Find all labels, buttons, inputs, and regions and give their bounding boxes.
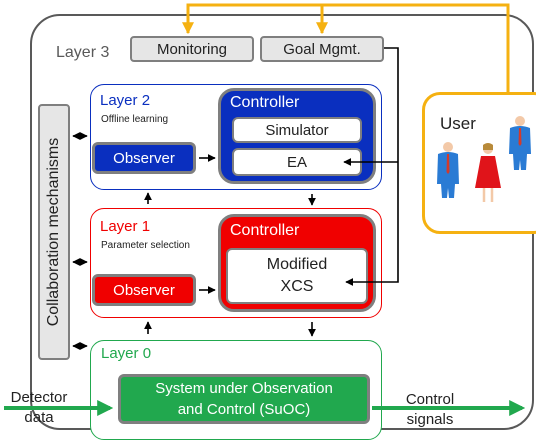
suoc-box: System under Observation and Control (Su… bbox=[118, 374, 370, 424]
suoc-line1: System under Observation bbox=[155, 380, 333, 397]
modified-xcs-box: Modified XCS bbox=[226, 248, 368, 304]
detector-data-label: Detector data bbox=[6, 388, 72, 428]
layer2-observer: Observer bbox=[92, 142, 196, 174]
detector-line2: data bbox=[24, 409, 54, 426]
ea-box: EA bbox=[232, 148, 362, 176]
detector-line1: Detector bbox=[10, 389, 68, 406]
layer0-label: Layer 0 bbox=[101, 345, 152, 362]
control-line2: signals bbox=[406, 411, 454, 428]
goal-management-box: Goal Mgmt. bbox=[260, 36, 384, 62]
simulator-box: Simulator bbox=[232, 117, 362, 143]
control-signals-label: Control signals bbox=[390, 390, 470, 430]
layer1-label: Layer 1 bbox=[100, 218, 151, 235]
collaboration-mechanisms-box bbox=[38, 104, 70, 360]
modified-xcs-line1: Modified bbox=[266, 256, 328, 273]
suoc-line2: and Control (SuOC) bbox=[177, 401, 311, 418]
layer1-subtitle: Parameter selection bbox=[101, 240, 190, 251]
monitoring-box: Monitoring bbox=[130, 36, 254, 62]
layer2-subtitle: Offline learning bbox=[101, 114, 169, 125]
user-label: User bbox=[440, 114, 476, 133]
collaboration-mechanisms-label: Collaboration mechanisms bbox=[45, 137, 62, 327]
modified-xcs-line2: XCS bbox=[280, 278, 314, 295]
control-line1: Control bbox=[405, 391, 455, 408]
layer1-controller-label: Controller bbox=[230, 222, 300, 239]
layer2-label: Layer 2 bbox=[100, 92, 151, 109]
layer2-controller-label: Controller bbox=[230, 94, 300, 111]
layer3-label: Layer 3 bbox=[56, 44, 110, 61]
layer1-observer: Observer bbox=[92, 274, 196, 306]
